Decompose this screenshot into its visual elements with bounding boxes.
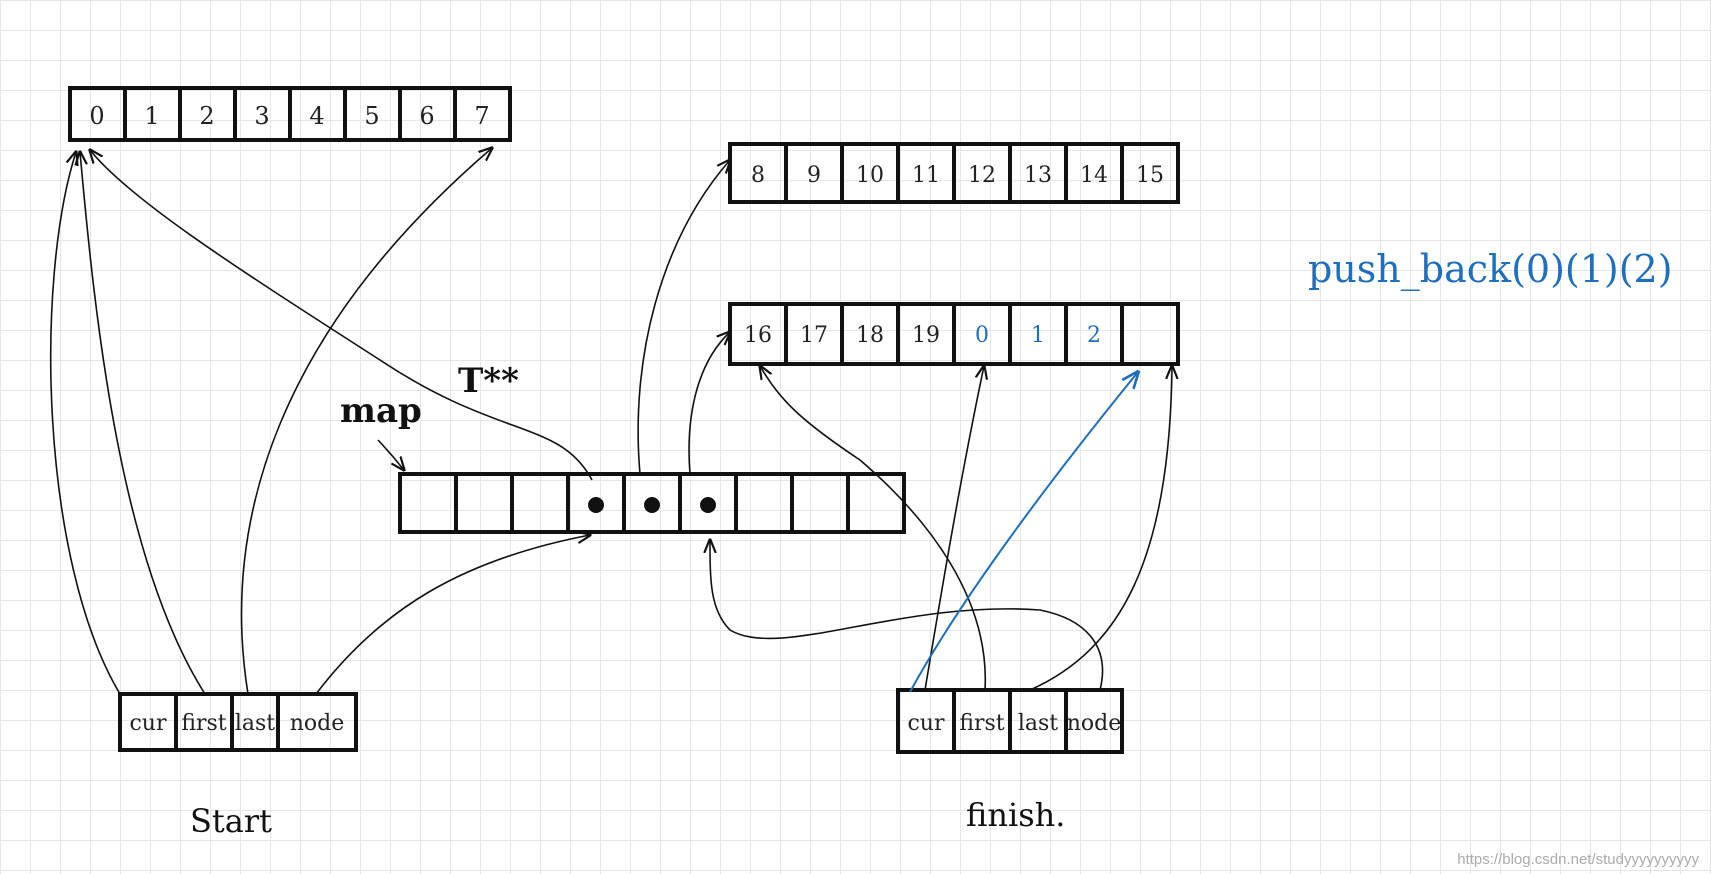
- map-label-arrow: [377, 439, 404, 470]
- push-back-note: push_back(0)(1)(2): [1308, 247, 1673, 292]
- block-a-value: 0: [89, 102, 104, 130]
- block-b-value: 8: [751, 163, 765, 188]
- block-b-value: 11: [912, 163, 940, 188]
- start-field-label: cur: [129, 711, 166, 736]
- map-cell: [734, 472, 794, 534]
- map-pointer-dot: [588, 497, 604, 513]
- block-c-value: 16: [744, 323, 772, 348]
- start-field-label: last: [235, 711, 275, 736]
- finish-iterator: cur first last node: [896, 688, 1124, 754]
- block-c-value: 19: [912, 323, 940, 348]
- map-pointer-dot: [644, 497, 660, 513]
- start-field-label: first: [181, 711, 226, 736]
- buffer-block-b: 8 9 10 11 12 13 14 15: [728, 142, 1180, 204]
- block-b-value: 10: [856, 163, 884, 188]
- finish-first-arrow: [760, 366, 987, 691]
- finish-field-cell: [1064, 688, 1124, 754]
- block-b-value: 13: [1024, 163, 1052, 188]
- block-c-value: 18: [856, 323, 884, 348]
- map-type-label: T**: [458, 361, 519, 401]
- finish-cur-new-arrow: [909, 372, 1138, 693]
- map-cell: [510, 472, 570, 534]
- finish-cur-arrow: [924, 366, 984, 691]
- finish-node-arrow: [710, 540, 1104, 691]
- finish-field-label: last: [1018, 711, 1058, 736]
- start-last-arrow: [240, 148, 492, 695]
- finish-field-label: first: [959, 711, 1004, 736]
- map-cell: [454, 472, 514, 534]
- block-b-value: 15: [1136, 163, 1164, 188]
- start-cur-arrow: [50, 152, 121, 695]
- block-a-value: 5: [364, 102, 379, 130]
- block-a-value: 6: [419, 102, 434, 130]
- block-a-value: 1: [144, 102, 159, 130]
- block-c-value-pushed: 1: [1031, 323, 1045, 348]
- block-b-value: 14: [1080, 163, 1108, 188]
- block-a-value: 4: [309, 102, 324, 130]
- block-a-value: 2: [199, 102, 214, 130]
- map-pointer-dot: [700, 497, 716, 513]
- map-to-block-b-arrow: [637, 160, 730, 475]
- watermark: https://blog.csdn.net/studyyyyyyyyyy: [1457, 851, 1699, 868]
- finish-field-label: cur: [907, 711, 944, 736]
- start-node-arrow: [315, 535, 590, 695]
- block-c-cell: [1120, 302, 1180, 366]
- map-label: map: [340, 391, 422, 431]
- map-cell: [790, 472, 850, 534]
- block-b-cell: [1120, 142, 1180, 204]
- map-array: [398, 472, 906, 534]
- map-cell: [398, 472, 458, 534]
- start-first-arrow: [80, 152, 206, 695]
- start-label: Start: [190, 802, 272, 840]
- map-cell: [846, 472, 906, 534]
- buffer-block-a: 0 1 2 3 4 5 6 7: [68, 86, 512, 142]
- block-a-value: 3: [254, 102, 269, 130]
- map-to-block-a-arrow: [90, 150, 593, 481]
- block-a-value: 7: [474, 102, 489, 130]
- start-field-label: node: [290, 711, 345, 736]
- finish-last-arrow: [1029, 366, 1172, 691]
- block-c-value: 17: [800, 323, 828, 348]
- block-a-cell: [453, 86, 512, 142]
- map-to-block-c-arrow: [688, 332, 730, 475]
- block-b-value: 9: [807, 163, 821, 188]
- finish-label: finish.: [966, 796, 1065, 834]
- finish-field-label: node: [1067, 711, 1122, 736]
- block-c-value-pushed: 2: [1087, 323, 1101, 348]
- buffer-block-c: 16 17 18 19 0 1 2: [728, 302, 1180, 366]
- start-iterator: cur first last node: [118, 692, 358, 752]
- block-c-value-pushed: 0: [975, 323, 989, 348]
- block-b-value: 12: [968, 163, 996, 188]
